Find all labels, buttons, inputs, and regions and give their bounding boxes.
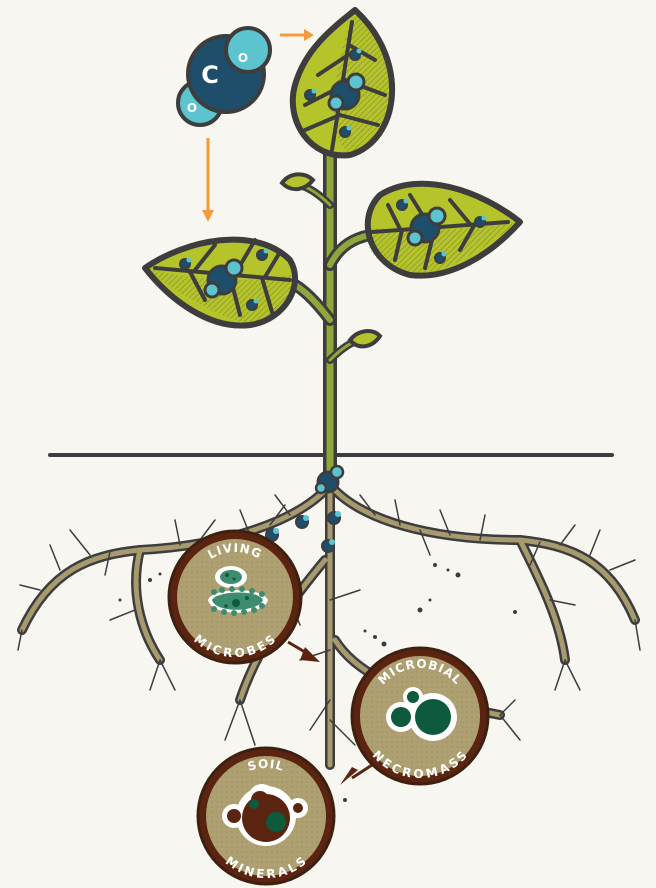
particle-top-leaf-small-2 xyxy=(305,89,317,101)
pool-living-microbes: LIVING MICROBES xyxy=(169,531,301,663)
particle-root-1 xyxy=(296,515,309,528)
sprout-leaf-upper xyxy=(282,174,313,189)
particle-right-leaf-small-3 xyxy=(435,252,447,264)
arrow-to-left-leaf xyxy=(202,138,214,222)
carbon-label: C xyxy=(201,61,219,89)
particle-left-leaf-small-2 xyxy=(257,249,269,261)
particle-root-2 xyxy=(328,511,341,524)
particle-right-leaf-small-2 xyxy=(475,216,487,228)
oxygen-label-bottom: O xyxy=(187,101,197,115)
particle-top-leaf-small-3 xyxy=(340,126,352,138)
plant-stem xyxy=(285,150,370,480)
particle-top-leaf-small-1 xyxy=(350,49,362,61)
particle-left-leaf-small-1 xyxy=(180,258,192,270)
particle-root-3 xyxy=(322,539,335,552)
arrow-to-top-leaf xyxy=(280,29,314,41)
co2-molecule: C O O xyxy=(178,28,270,125)
sprout-leaf-lower xyxy=(350,331,380,346)
pool-soil-minerals: SOIL MINERALS xyxy=(198,748,334,884)
arrow-necromass-to-minerals xyxy=(340,765,372,785)
particle-right-leaf-small-1 xyxy=(397,199,409,211)
oxygen-label-top: O xyxy=(238,51,248,65)
particle-left-leaf-small-3 xyxy=(247,299,259,311)
pool-microbial-necromass: MICROBIAL NECROMASS xyxy=(352,648,488,784)
oxygen-atom-top xyxy=(226,28,270,72)
root-system xyxy=(18,485,640,802)
arrow-microbes-to-necromass xyxy=(288,642,320,662)
